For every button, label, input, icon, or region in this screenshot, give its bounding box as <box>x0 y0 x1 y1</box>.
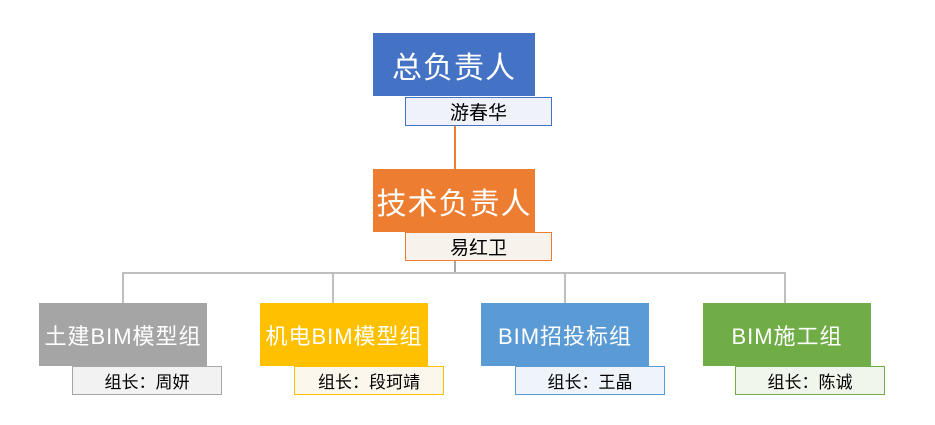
node-team-mep[interactable]: 机电BIM模型组 <box>260 303 428 366</box>
label-technical-lead-person-text: 易红卫 <box>449 237 507 259</box>
node-team-construction[interactable]: BIM施工组 <box>703 303 871 366</box>
node-team-construction-title: BIM施工组 <box>731 323 843 349</box>
label-team-bidding-leader-text: 组长：王晶 <box>547 373 633 393</box>
node-technical-lead-title: 技术负责人 <box>376 187 532 221</box>
label-team-construction-leader[interactable]: 组长：陈诚 <box>735 366 885 395</box>
label-team-bidding-leader[interactable]: 组长：王晶 <box>515 366 665 395</box>
node-team-bidding[interactable]: BIM招投标组 <box>481 303 649 366</box>
label-overall-lead-person-text: 游春华 <box>449 102 507 124</box>
connector-drop-team-3 <box>564 272 566 304</box>
node-team-civil[interactable]: 土建BIM模型组 <box>39 303 207 366</box>
label-team-construction-leader-text: 组长：陈诚 <box>767 373 853 393</box>
connector-horizontal-bus <box>122 272 786 274</box>
connector-drop-team-2 <box>332 272 334 304</box>
label-team-mep-leader[interactable]: 组长：段珂靖 <box>294 366 444 395</box>
label-team-civil-leader-text: 组长：周妍 <box>104 373 190 393</box>
node-overall-lead-title: 总负责人 <box>392 51 516 85</box>
connector-drop-team-1 <box>122 272 124 304</box>
node-team-mep-title: 机电BIM模型组 <box>265 323 423 349</box>
label-team-mep-leader-text: 组长：段珂靖 <box>318 373 420 393</box>
node-overall-lead[interactable]: 总负责人 <box>373 33 535 96</box>
connector-drop-team-4 <box>784 272 786 304</box>
connector-lead-to-tech <box>454 126 456 170</box>
node-team-bidding-title: BIM招投标组 <box>497 323 633 349</box>
label-overall-lead-person[interactable]: 游春华 <box>405 97 552 126</box>
label-team-civil-leader[interactable]: 组长：周妍 <box>72 366 222 395</box>
label-technical-lead-person[interactable]: 易红卫 <box>405 232 552 261</box>
connector-tech-to-branch <box>454 252 456 273</box>
node-team-civil-title: 土建BIM模型组 <box>44 323 202 349</box>
node-technical-lead[interactable]: 技术负责人 <box>373 169 535 232</box>
